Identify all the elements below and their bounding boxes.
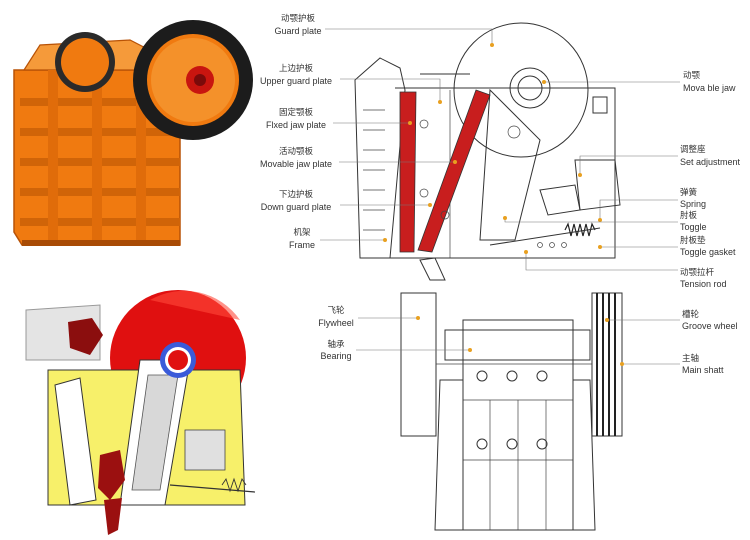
svg-text:Bearing: Bearing (320, 351, 351, 361)
front-view-drawing (400, 292, 623, 531)
toggle-label: 肘板 Toggle (503, 210, 707, 232)
svg-text:上边护板: 上边护板 (279, 63, 314, 74)
svg-text:Mova ble jaw: Mova ble jaw (683, 83, 736, 93)
svg-text:动颚护板: 动颚护板 (281, 13, 316, 24)
movable-jaw-plate-label: 活动颚板 Movable jaw plate (260, 146, 457, 169)
svg-text:固定颚板: 固定颚板 (279, 107, 314, 118)
svg-text:Movable jaw plate: Movable jaw plate (260, 159, 332, 169)
svg-text:Spring: Spring (680, 199, 706, 209)
svg-text:Main shatt: Main shatt (682, 365, 724, 375)
svg-text:机架: 机架 (293, 227, 311, 238)
svg-text:Toggle gasket: Toggle gasket (680, 247, 736, 257)
main-shaft-label: 主轴 Main shatt (620, 353, 724, 375)
movable-jaw-label: 动颚 Mova ble jaw (542, 70, 736, 93)
svg-text:Frame: Frame (289, 240, 315, 250)
svg-text:Flxed jaw plate: Flxed jaw plate (266, 120, 326, 130)
svg-text:Guard plate: Guard plate (274, 26, 321, 36)
svg-text:Tension rod: Tension rod (680, 279, 727, 289)
bearing-label: 轴承 Bearing (320, 339, 472, 361)
svg-text:轴承: 轴承 (327, 339, 345, 350)
guard-plate-label: 动颚护板 Guard plate (274, 13, 494, 47)
svg-text:Groove wheel: Groove wheel (682, 321, 738, 331)
tension-rod-label: 动颚拉杆 Tension rod (524, 250, 727, 289)
groove-wheel-label: 槽轮 Groove wheel (605, 309, 738, 331)
svg-text:Toggle: Toggle (680, 222, 707, 232)
spring-label: 弹簧 Spring (598, 187, 706, 222)
svg-text:主轴: 主轴 (682, 353, 699, 364)
svg-text:肘板: 肘板 (680, 210, 698, 221)
svg-text:Upper guard plate: Upper guard plate (260, 76, 332, 86)
svg-text:Set adjustment: Set adjustment (680, 157, 741, 167)
svg-text:Flywheel: Flywheel (318, 318, 354, 328)
svg-text:活动颚板: 活动颚板 (279, 146, 314, 157)
cross-section-illustration (25, 290, 256, 535)
flywheel-label: 飞轮 Flywheel (318, 305, 420, 328)
orange-jaw-crusher-image (13, 20, 253, 246)
svg-text:弹簧: 弹簧 (680, 187, 698, 198)
side-view-drawing (354, 22, 621, 281)
down-guard-plate-label: 下边护板 Down guard plate (261, 189, 432, 212)
svg-text:动颚拉杆: 动颚拉杆 (680, 267, 715, 278)
svg-text:槽轮: 槽轮 (682, 309, 700, 320)
svg-text:飞轮: 飞轮 (327, 305, 345, 316)
upper-guard-plate-label: 上边护板 Upper guard plate (260, 63, 442, 104)
svg-text:肘板垫: 肘板垫 (680, 235, 706, 246)
svg-text:Down guard plate: Down guard plate (261, 202, 332, 212)
frame-label: 机架 Frame (289, 227, 387, 250)
set-adjustment-label: 调整座 Set adjustment (578, 144, 741, 177)
svg-text:调整座: 调整座 (680, 144, 706, 155)
fixed-jaw-plate-label: 固定颚板 Flxed jaw plate (266, 107, 412, 130)
svg-text:动颚: 动颚 (683, 70, 701, 81)
toggle-gasket-label: 肘板垫 Toggle gasket (598, 235, 736, 257)
svg-text:下边护板: 下边护板 (279, 189, 314, 200)
